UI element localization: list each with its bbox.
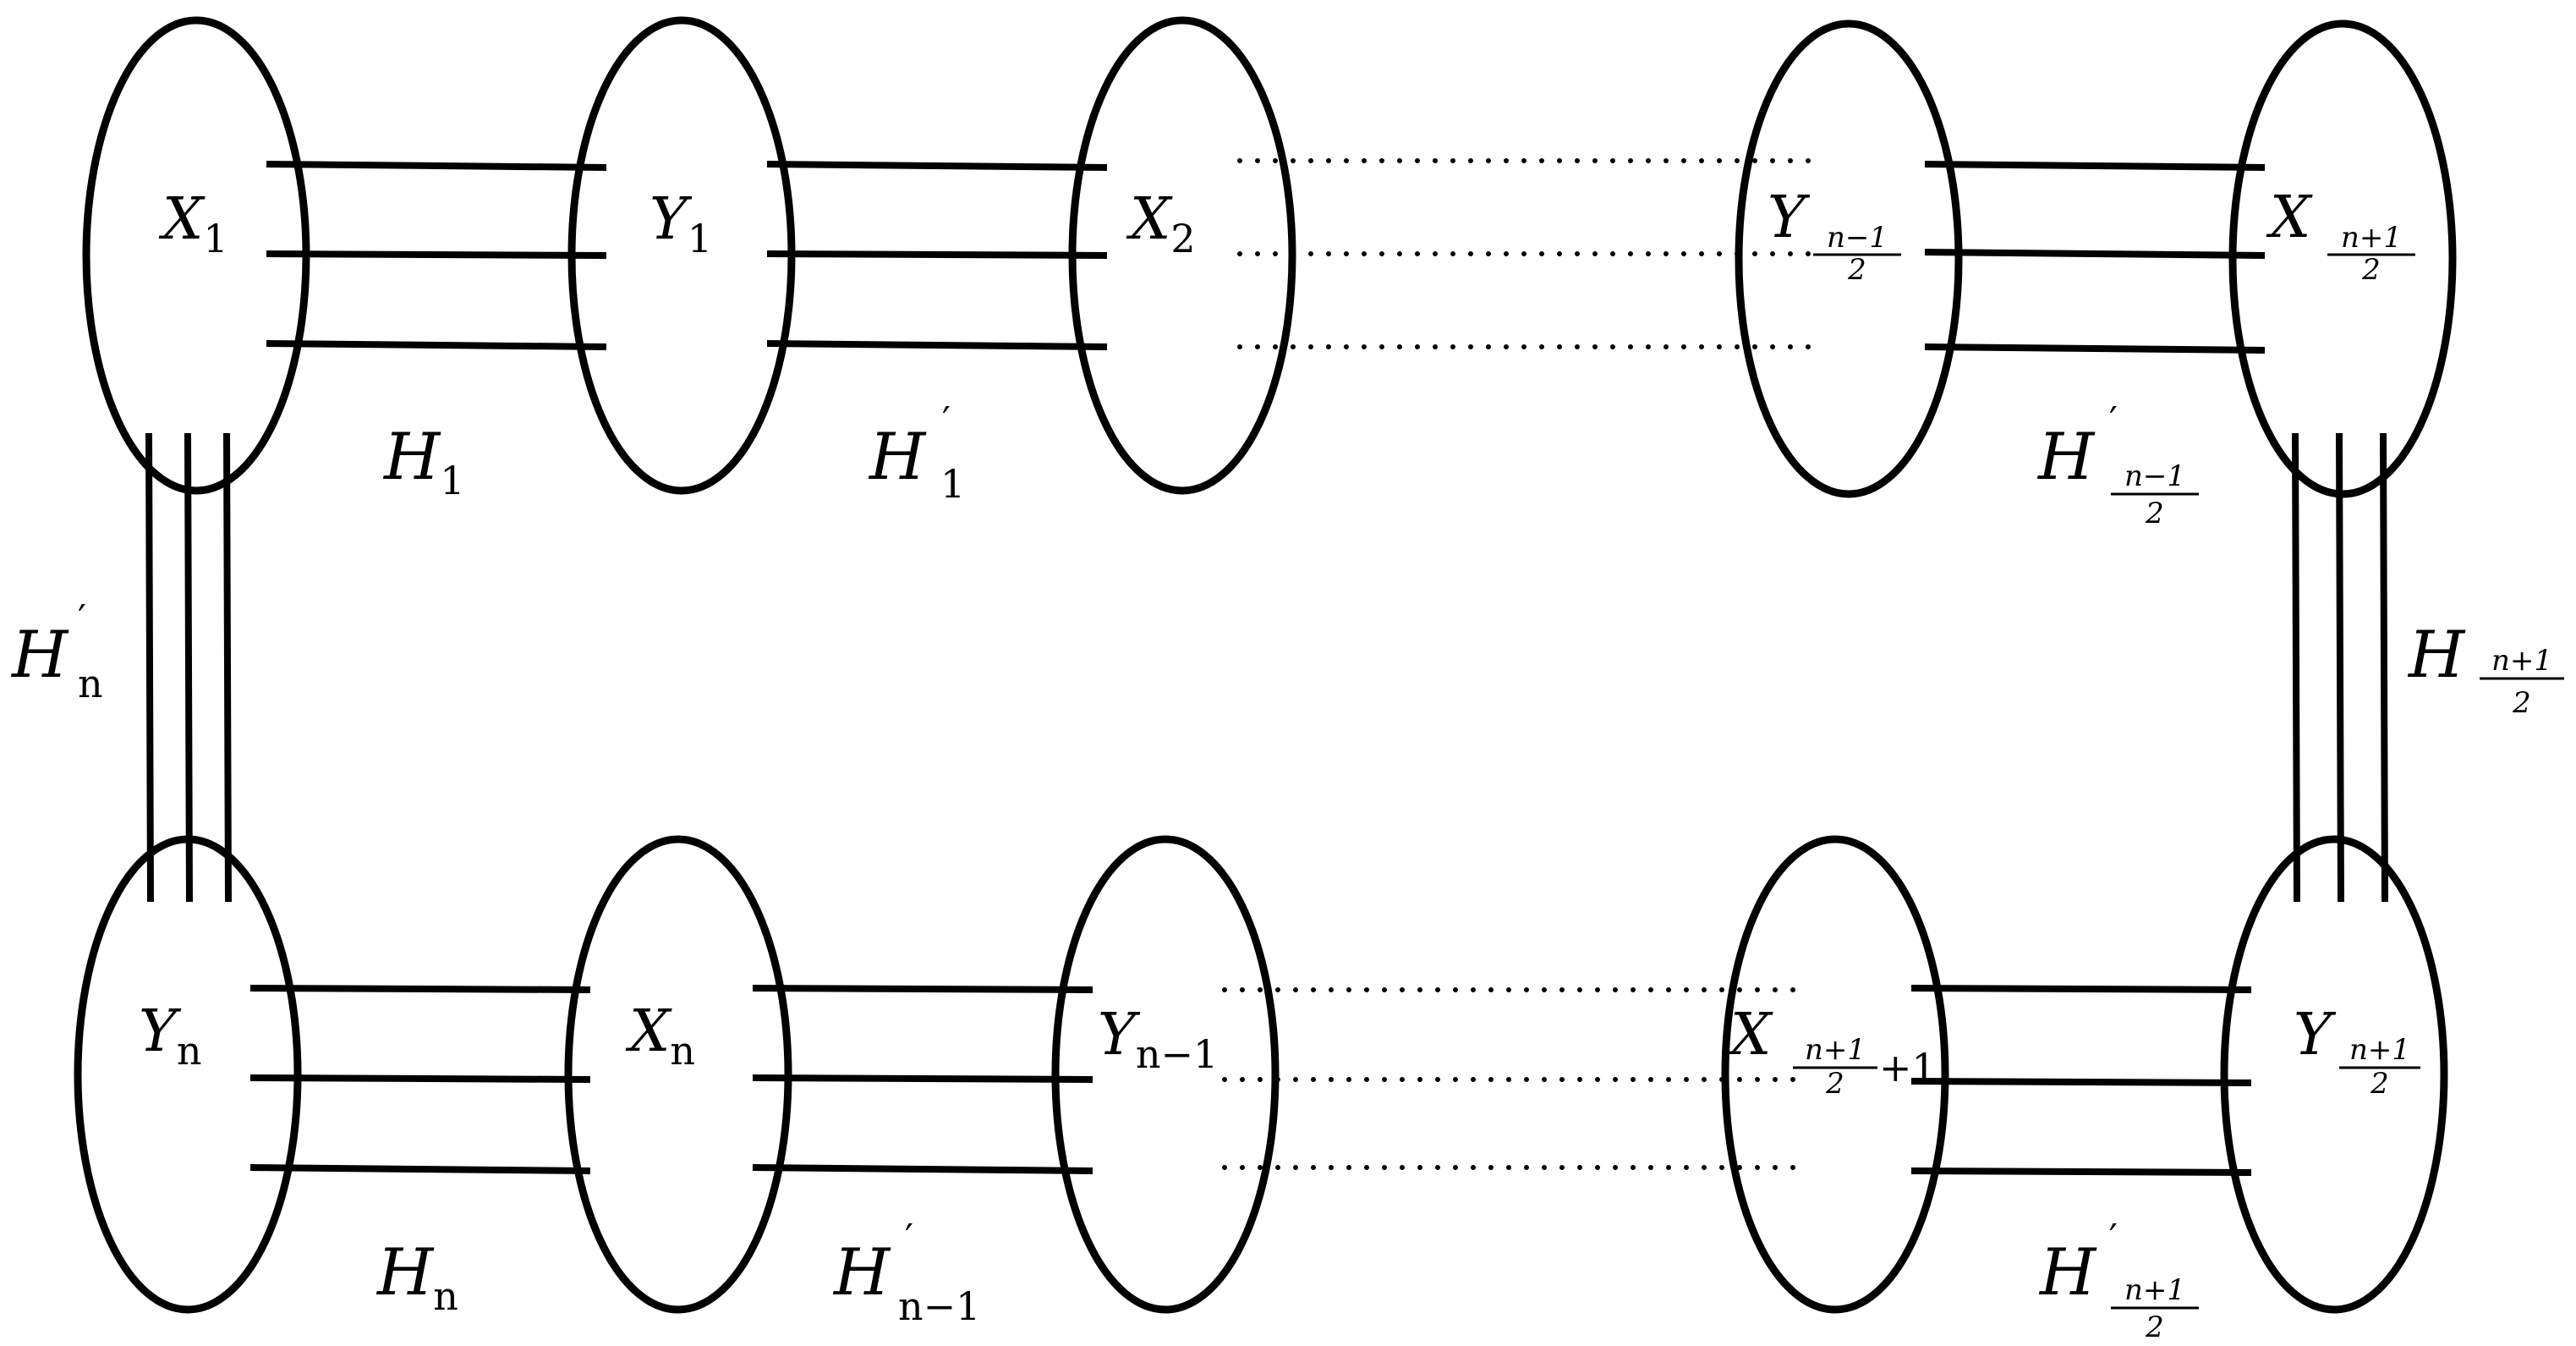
label-y-mid: Y n−1 2: [1768, 184, 1901, 287]
edges-xmid-ymid2: [2292, 432, 2388, 903]
vertex-sets: [74, 16, 2457, 1314]
node-yn1: [1051, 835, 1280, 1314]
node-y-mid: [1735, 19, 1963, 498]
svg-text:n+1: n+1: [1805, 1033, 1866, 1067]
label-y-mid2: Y n+1 2: [2294, 1002, 2420, 1101]
label-yn1: Yn−1: [1098, 1002, 1218, 1077]
label-h1-prime: H ′ 1: [868, 399, 965, 507]
label-yn: Yn: [139, 998, 202, 1074]
label-x1: X1: [158, 186, 228, 261]
svg-text:′: ′: [2109, 1217, 2118, 1260]
edges-xmid1-ymid2: [1910, 985, 2252, 1176]
svg-text:2: 2: [2512, 686, 2531, 720]
svg-text:n−1: n−1: [2124, 459, 2185, 493]
svg-text:n+1: n+1: [2341, 221, 2402, 255]
node-x-mid1: [1721, 835, 1949, 1314]
edges-x1-yn: [145, 432, 232, 903]
edges-y1-x2: [766, 161, 1108, 350]
svg-text:′: ′: [78, 597, 86, 640]
edges-x1-y1: [266, 161, 607, 350]
svg-text:′: ′: [2109, 399, 2118, 442]
node-yn: [74, 835, 302, 1314]
edge-bundles: [145, 161, 2388, 1176]
label-h-top-right: H ′ n−1 2: [2036, 399, 2199, 530]
svg-text:2: 2: [1847, 253, 1866, 287]
svg-text:n: n: [78, 661, 103, 706]
dots-bottom: [1222, 987, 1802, 1170]
svg-text:H: H: [10, 617, 69, 692]
label-xn: Xn: [625, 998, 695, 1074]
node-x-mid: [2228, 19, 2457, 498]
edges-yn-xn: [249, 985, 591, 1174]
label-x-mid: X n+1 2: [2266, 184, 2415, 287]
label-h-bot-right: H ′ n+1 2: [2038, 1217, 2199, 1344]
label-hn1-prime: H ′ n−1: [832, 1217, 980, 1329]
svg-text:H: H: [2407, 617, 2466, 692]
svg-text:H: H: [2038, 1234, 2097, 1310]
svg-text:n+1: n+1: [2349, 1033, 2410, 1067]
dots-top: [1237, 158, 1821, 349]
label-x2: X2: [1126, 186, 1196, 261]
label-hn: Hn: [375, 1234, 458, 1319]
svg-text:n−1: n−1: [898, 1283, 980, 1329]
svg-text:X: X: [1726, 1002, 1773, 1069]
svg-text:+1: +1: [1879, 1045, 1937, 1091]
svg-text:2: 2: [2145, 497, 2164, 530]
svg-text:1: 1: [940, 461, 965, 507]
node-xn: [564, 835, 792, 1314]
node-y-mid2: [2220, 835, 2448, 1314]
svg-text:2: 2: [2361, 253, 2381, 287]
label-y1: Y1: [649, 186, 712, 261]
label-h-right: H n+1 2: [2407, 617, 2564, 720]
label-hn-prime: H ′ n: [10, 597, 103, 706]
svg-text:H: H: [868, 419, 927, 494]
svg-text:n+1: n+1: [2124, 1273, 2185, 1307]
continuation-dots: [1222, 158, 1821, 1170]
edges-ymid-xmid: [1924, 161, 2266, 354]
svg-text:H: H: [2036, 419, 2096, 494]
edge-labels: H1 H ′ 1 H ′ n−1 2 H ′ n H n+1 2 Hn H ′: [10, 399, 2564, 1344]
node-labels: X1 Y1 X2 Y n−1 2 X n+1 2 Yn Xn Yn−1 X n+…: [139, 184, 2420, 1101]
svg-text:X: X: [2266, 184, 2313, 251]
svg-text:′: ′: [942, 399, 951, 442]
svg-text:H: H: [832, 1234, 891, 1310]
svg-text:Y: Y: [2294, 1002, 2337, 1069]
svg-text:n−1: n−1: [1827, 221, 1888, 255]
svg-text:2: 2: [1825, 1067, 1844, 1101]
svg-text:′: ′: [905, 1217, 913, 1260]
svg-text:2: 2: [2370, 1067, 2389, 1101]
svg-text:Y: Y: [1768, 184, 1811, 251]
svg-text:n+1: n+1: [2491, 644, 2552, 678]
edges-xn-yn1: [752, 985, 1093, 1174]
svg-text:2: 2: [2145, 1310, 2164, 1344]
label-x-mid1: X n+1 2 +1: [1726, 1002, 1937, 1101]
label-h1: H1: [382, 419, 465, 503]
